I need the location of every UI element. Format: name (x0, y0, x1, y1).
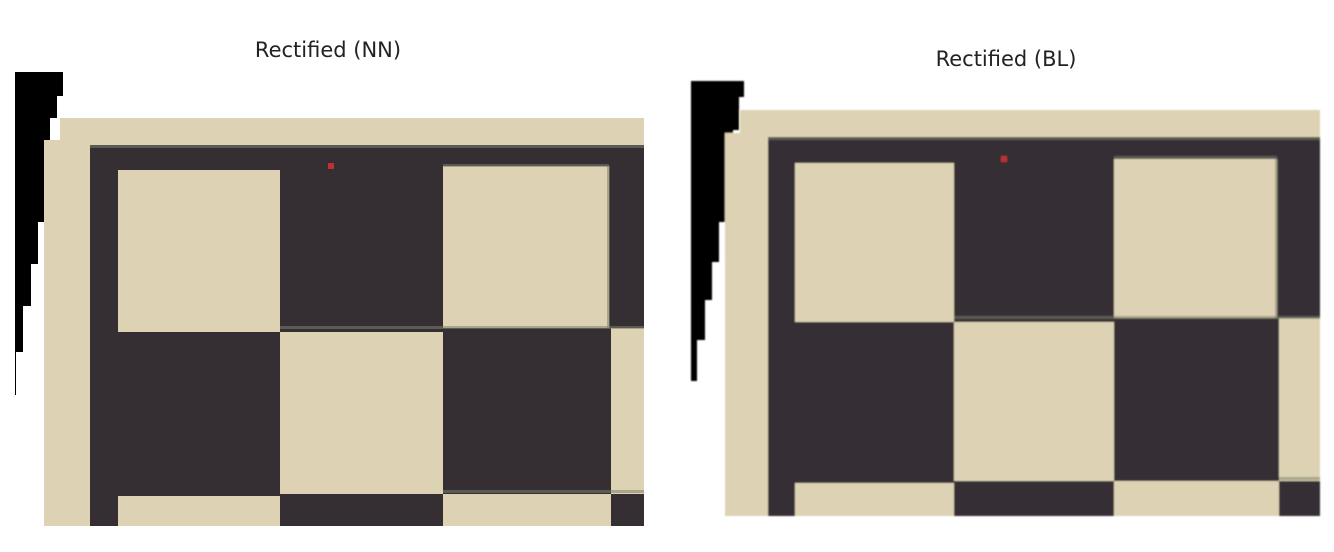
square-light-r3c3-bl (1114, 481, 1279, 516)
square-light-r1c3-nn (443, 166, 609, 328)
rectified-nn-panel: Rectified (NN) (15, 38, 644, 526)
square-light-r1c1-nn (118, 170, 280, 332)
edge-fringe-nn-2 (443, 164, 609, 167)
square-light-r2c2-bl (954, 322, 1114, 481)
edge-fringe-bl-3 (1275, 159, 1278, 318)
edge-fringe-nn-4 (280, 326, 644, 329)
square-light-r3c1-nn (118, 496, 280, 526)
square-light-r3c1-bl (795, 483, 954, 516)
square-light-r2c4-bl (1279, 318, 1320, 481)
edge-fringe-nn-3 (607, 166, 610, 328)
panel-title-nn: Rectified (NN) (254, 38, 402, 62)
rectified-nn-image (15, 72, 644, 526)
board-border-strip-nn (44, 140, 64, 526)
edge-fringe-nn-1 (90, 145, 644, 148)
square-light-r1c1-bl (795, 163, 954, 322)
board-border-strip-bl (725, 133, 743, 516)
rectified-bl-image (691, 81, 1320, 516)
edge-fringe-bl-1 (768, 137, 1320, 140)
edge-fringe-bl-5 (1279, 477, 1320, 480)
square-light-r2c4-nn (611, 328, 644, 494)
edge-fringe-nn-5 (443, 490, 644, 493)
invalid-region-nn (15, 72, 63, 395)
red-marker-bl (1001, 156, 1007, 162)
square-light-r3c3-nn (443, 494, 611, 526)
rectified-bl-panel: Rectified (BL) (667, 0, 1334, 552)
panel-title-bl: Rectified (BL) (935, 47, 1077, 71)
square-light-r1c3-bl (1114, 159, 1277, 318)
red-marker-nn (328, 163, 334, 169)
edge-fringe-bl-2 (1114, 156, 1277, 159)
edge-fringe-bl-4 (954, 316, 1320, 319)
square-light-r2c2-nn (280, 332, 443, 494)
